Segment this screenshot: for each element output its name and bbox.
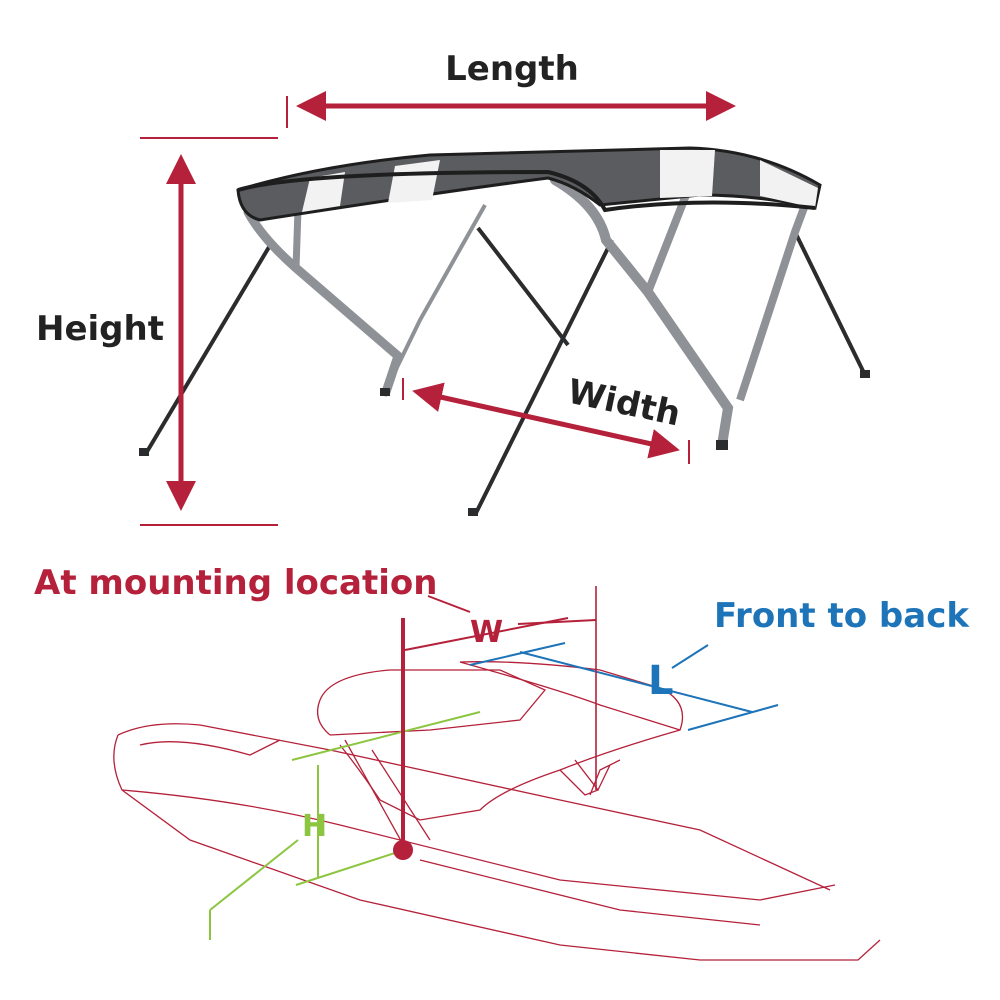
boat-console [589,759,621,796]
boat-outline [113,661,881,961]
length-label: Length [445,49,579,89]
boat-windshield [319,669,547,736]
boat-tower [316,699,331,736]
l-line-diagonal [519,651,753,713]
l-line-bottom [687,704,779,731]
canvas-stripe [388,160,440,203]
w-dimension [401,586,597,848]
canvas-edge [237,169,816,213]
boat-hull-line [121,789,836,901]
canvas-stripe [660,150,715,198]
w-label: W [470,615,503,650]
frame-leg [143,240,274,457]
l-dimension [469,642,779,731]
bimini-frame [344,739,600,849]
height-label: Height [36,309,164,349]
bimini-outline [339,661,684,821]
mounting-point [393,840,413,860]
frame-foot [468,508,478,516]
h-line-top [291,711,481,761]
frame-foot [139,448,149,456]
mounting-location-label: At mounting location [34,563,437,603]
boat-gunwale [419,859,761,926]
boat-hull [113,734,881,961]
h-dimension [209,711,481,940]
h-label: H [302,809,327,844]
frame-bow [243,207,404,397]
boat-deck-line [139,739,281,756]
frame-bow [292,209,302,269]
width-label: Width [564,372,684,435]
frame-bow [550,175,734,450]
bimini-top-illustration [139,146,870,516]
frame-bow [736,203,809,402]
length-dimension: Length [286,49,736,128]
mounting-leader [427,595,471,613]
frame-foot [716,440,728,450]
frame-leg [473,239,614,516]
width-arrow [412,382,680,459]
l-leader [671,644,709,669]
w-line-right [517,619,597,625]
frame-leg [476,226,570,347]
boat-deck [117,723,831,891]
bimini-outline-inner [459,661,681,731]
width-dimension: Width [402,372,690,464]
h-line-bottom [295,851,399,886]
h-leader [209,839,299,911]
frame-bow [384,204,487,391]
front-to-back-label: Front to back [714,596,970,636]
frame-foot [860,370,870,378]
l-label: L [648,658,674,704]
frame-foot [380,388,390,396]
canvas-stripe [760,160,818,208]
height-dimension: Height [36,137,278,526]
frame-bow [644,188,692,294]
l-line-top [469,642,566,666]
canvas-stripe [302,172,345,212]
frame-leg [793,231,867,376]
